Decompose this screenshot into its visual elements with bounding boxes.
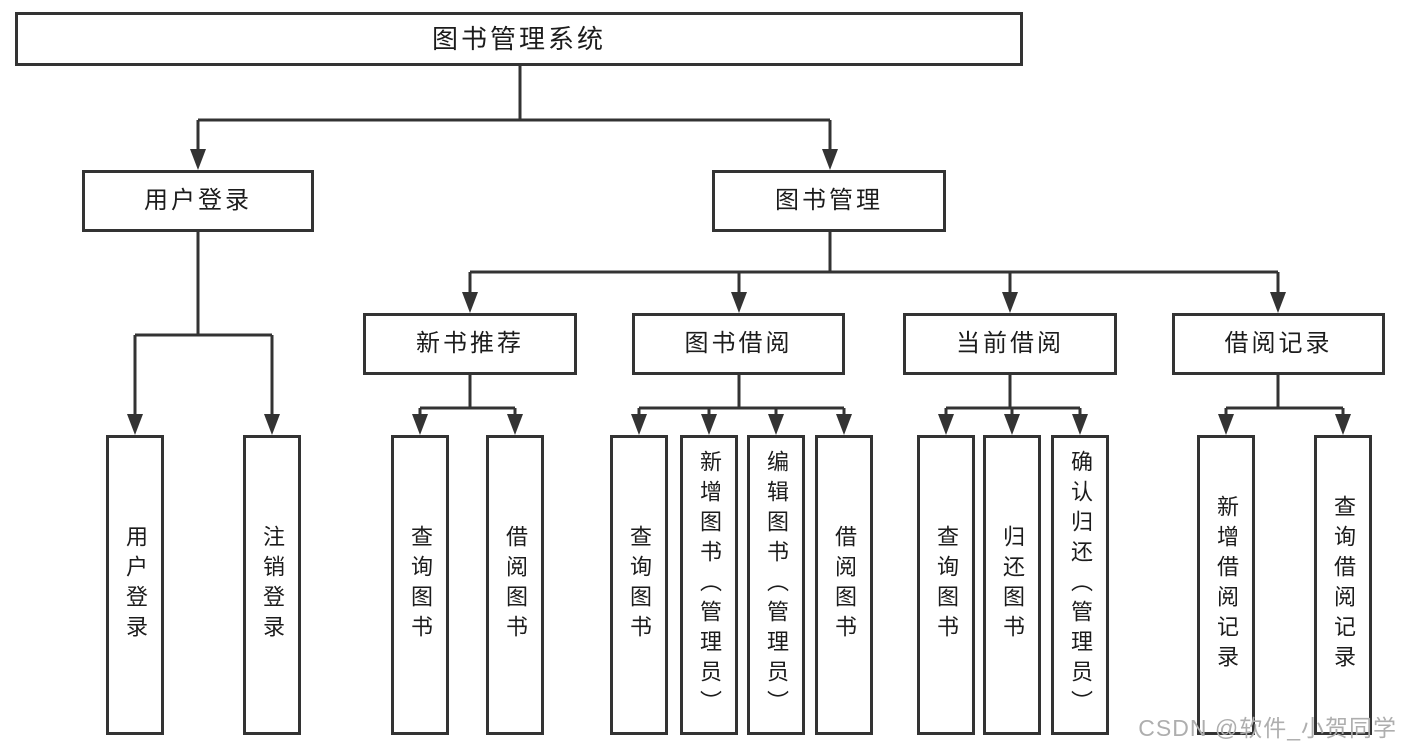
leaf-recommend-borrow-books: 借阅图书	[486, 435, 544, 735]
node-book-borrowing: 图书借阅	[632, 313, 845, 375]
leaf-borrow-edit-books-admin: 编辑图书（管理员）	[747, 435, 805, 735]
leaf-borrow-add-books-admin: 新增图书（管理员）	[680, 435, 738, 735]
node-new-book-recommendation: 新书推荐	[363, 313, 577, 375]
leaf-records-query-borrow-record: 查询借阅记录	[1314, 435, 1372, 735]
leaf-borrow-borrow-books: 借阅图书	[815, 435, 873, 735]
node-current-borrowing: 当前借阅	[903, 313, 1117, 375]
leaf-current-return-books: 归还图书	[983, 435, 1041, 735]
leaf-recommend-query-books: 查询图书	[391, 435, 449, 735]
leaf-current-confirm-return-admin: 确认归还（管理员）	[1051, 435, 1109, 735]
leaf-user-login: 用户登录	[106, 435, 164, 735]
node-library-management-system: 图书管理系统	[15, 12, 1023, 66]
connector-path	[133, 66, 1345, 418]
leaf-records-add-borrow-record: 新增借阅记录	[1197, 435, 1255, 735]
leaf-logout-login: 注销登录	[243, 435, 301, 735]
leaf-current-query-books: 查询图书	[917, 435, 975, 735]
leaf-borrow-query-books: 查询图书	[610, 435, 668, 735]
node-book-management: 图书管理	[712, 170, 946, 232]
node-user-login: 用户登录	[82, 170, 314, 232]
arrowheads	[127, 149, 1351, 435]
csdn-watermark: CSDN @软件_小贺同学	[1138, 715, 1397, 741]
node-borrowing-records: 借阅记录	[1172, 313, 1385, 375]
